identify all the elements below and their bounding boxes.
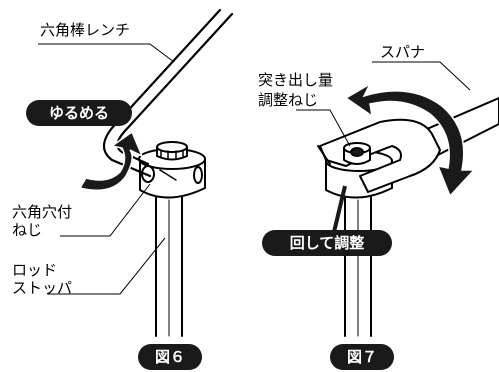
label-spanner: スパナ <box>380 43 426 61</box>
action-turn-adjust-pill: 回して調整 <box>262 230 392 256</box>
label-rod-stopper-line2: ストッパ <box>12 279 73 297</box>
adjust-arrow <box>344 82 476 198</box>
adjust-screw <box>343 142 371 165</box>
label-hex-screw-line2: ねじ <box>12 221 43 239</box>
action-loosen-pill: ゆるめる <box>26 100 132 126</box>
rod-6 <box>155 195 183 337</box>
rod-7 <box>344 195 372 337</box>
label-rod-stopper-line1: ロッド <box>12 261 58 279</box>
label-hex-wrench: 六角棒レンチ <box>40 21 131 39</box>
label-hex-screw-line1: 六角穴付 <box>12 203 73 221</box>
label-adjust-screw-line1: 突き出し量 <box>258 71 334 89</box>
loosen-arrow <box>78 130 144 191</box>
figure7-leaders <box>296 61 471 233</box>
rod-stopper-collar <box>138 141 206 199</box>
figure7-drawing <box>317 97 499 337</box>
figure6-leaders <box>38 43 175 295</box>
figure6-caption: 図６ <box>138 344 202 370</box>
figure6-drawing <box>102 8 234 337</box>
figure7-caption: 図７ <box>330 344 394 370</box>
label-adjust-screw-line2: 調整ねじ <box>258 91 319 109</box>
